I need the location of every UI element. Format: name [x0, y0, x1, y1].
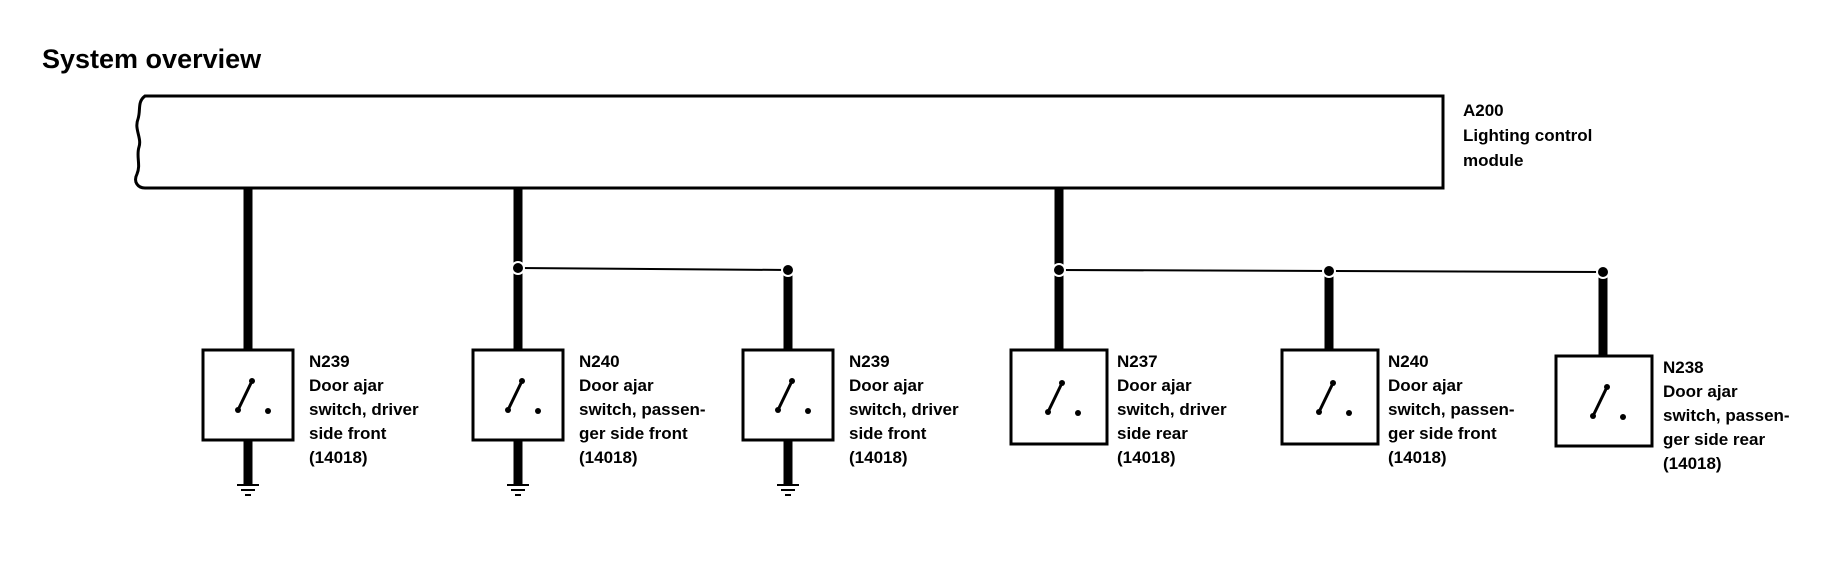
switch-code: N239 — [309, 352, 350, 371]
switch-desc-line-4: (14018) — [1663, 454, 1722, 473]
switch-desc-line-2: switch, driver — [1117, 400, 1227, 419]
splice-point-1 — [511, 261, 525, 275]
switch-box — [1009, 348, 1109, 446]
lighting-control-module: A200 Lighting control module — [134, 94, 1592, 190]
switch-desc-line-4: (14018) — [849, 448, 908, 467]
switch-box — [1280, 348, 1380, 446]
splice-point-4 — [1322, 264, 1336, 278]
switch-desc-line-4: (14018) — [309, 448, 368, 467]
switch-contact-icon — [235, 378, 271, 414]
switch-desc-line-2: switch, passen- — [579, 400, 706, 419]
switch-desc-line-4: (14018) — [1117, 448, 1176, 467]
switch-contact-icon — [1316, 380, 1352, 416]
ground-icon — [237, 484, 259, 496]
switch-desc-line-1: Door ajar — [1663, 382, 1738, 401]
switch-code: N240 — [1388, 352, 1429, 371]
switch-box — [471, 348, 565, 442]
switch-desc-line-2: switch, passen- — [1388, 400, 1515, 419]
switch-contact-icon — [1590, 384, 1626, 420]
switch-3: N239 Door ajar switch, driver side front… — [741, 348, 959, 496]
splice-point-5 — [1596, 265, 1610, 279]
switch-box — [201, 348, 295, 442]
switch-desc-line-3: ger side front — [1388, 424, 1497, 443]
switch-desc-line-1: Door ajar — [309, 376, 384, 395]
switch-desc-line-1: Door ajar — [579, 376, 654, 395]
switch-desc-line-3: side front — [849, 424, 927, 443]
switch-desc-line-3: side rear — [1117, 424, 1188, 443]
switch-contact-icon — [1045, 380, 1081, 416]
drop-wires — [783, 270, 1608, 356]
splice-point-3 — [1052, 263, 1066, 277]
module-box — [134, 94, 1445, 190]
splice-point-2 — [781, 263, 795, 277]
switch-code: N240 — [579, 352, 620, 371]
switch-desc-line-1: Door ajar — [1117, 376, 1192, 395]
diagram-title: System overview — [42, 44, 262, 74]
switch-4: N237 Door ajar switch, driver side rear … — [1009, 348, 1227, 467]
switch-desc-line-2: switch, driver — [309, 400, 419, 419]
switch-2: N240 Door ajar switch, passen- ger side … — [471, 348, 706, 496]
module-name-line-2: module — [1463, 151, 1523, 170]
switch-contact-icon — [505, 378, 541, 414]
switch-code: N237 — [1117, 352, 1158, 371]
switch-code: N239 — [849, 352, 890, 371]
switch-desc-line-4: (14018) — [579, 448, 638, 467]
switch-desc-line-2: switch, driver — [849, 400, 959, 419]
switch-code: N238 — [1663, 358, 1704, 377]
switch-desc-line-4: (14018) — [1388, 448, 1447, 467]
switch-box — [741, 348, 835, 442]
switch-6: N238 Door ajar switch, passen- ger side … — [1554, 354, 1790, 473]
module-name-line-1: Lighting control — [1463, 126, 1592, 145]
switch-box — [1554, 354, 1654, 448]
switch-desc-line-3: side front — [309, 424, 387, 443]
switch-desc-line-1: Door ajar — [849, 376, 924, 395]
switch-desc-line-1: Door ajar — [1388, 376, 1463, 395]
switch-desc-line-3: ger side front — [579, 424, 688, 443]
switch-contact-icon — [775, 378, 811, 414]
splice-points — [511, 261, 1610, 279]
switch-5: N240 Door ajar switch, passen- ger side … — [1280, 348, 1515, 467]
branch-line-left — [517, 267, 789, 271]
switch-desc-line-2: switch, passen- — [1663, 406, 1790, 425]
switch-desc-line-3: ger side rear — [1663, 430, 1765, 449]
ground-icon — [777, 484, 799, 496]
ground-icon — [507, 484, 529, 496]
switch-1: N239 Door ajar switch, driver side front… — [201, 348, 419, 496]
module-code: A200 — [1463, 101, 1504, 120]
